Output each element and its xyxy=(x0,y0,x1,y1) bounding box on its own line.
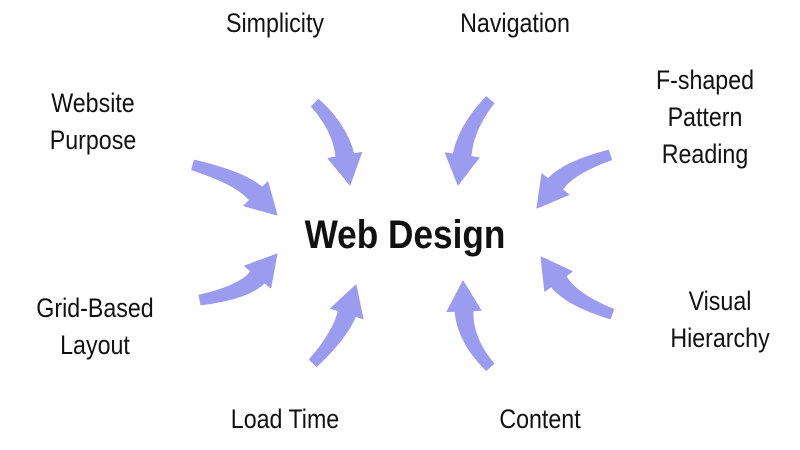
center-label: Web Design xyxy=(304,213,506,257)
topic-line: Layout xyxy=(60,330,130,360)
topic-website-purpose: Website Purpose xyxy=(29,85,158,159)
topic-line: F-shaped xyxy=(655,65,755,95)
topic-line: Grid-Based xyxy=(36,293,154,323)
topic-line: Hierarchy xyxy=(670,323,770,353)
topic-f-shaped-pattern-reading: F-shaped Pattern Reading xyxy=(636,62,774,173)
topic-line: Website xyxy=(51,88,135,118)
topic-content: Content xyxy=(471,401,609,438)
topic-line: Reading xyxy=(661,139,749,169)
topic-visual-hierarchy: Visual Hierarchy xyxy=(651,283,789,357)
arrow-f-shaped-pattern-reading xyxy=(536,149,612,209)
arrow-website-purpose xyxy=(191,159,278,216)
arrow-simplicity xyxy=(311,99,363,186)
topic-line: Purpose xyxy=(49,125,137,155)
topic-line: Load Time xyxy=(230,404,340,434)
topic-line: Simplicity xyxy=(225,8,325,38)
arrow-grid-based-layout xyxy=(198,253,278,306)
arrow-content xyxy=(446,280,495,371)
topic-navigation: Navigation xyxy=(433,5,596,42)
topic-simplicity: Simplicity xyxy=(202,5,348,42)
topic-line: Visual xyxy=(688,286,752,316)
topic-line: Pattern xyxy=(667,102,743,132)
arrow-visual-hierarchy xyxy=(540,256,615,320)
topic-load-time: Load Time xyxy=(208,401,363,438)
topic-grid-based-layout: Grid-Based Layout xyxy=(22,290,168,364)
topic-line: Navigation xyxy=(460,8,570,38)
topic-line: Content xyxy=(499,404,581,434)
arrow-navigation xyxy=(444,96,495,186)
arrow-load-time xyxy=(308,284,364,367)
